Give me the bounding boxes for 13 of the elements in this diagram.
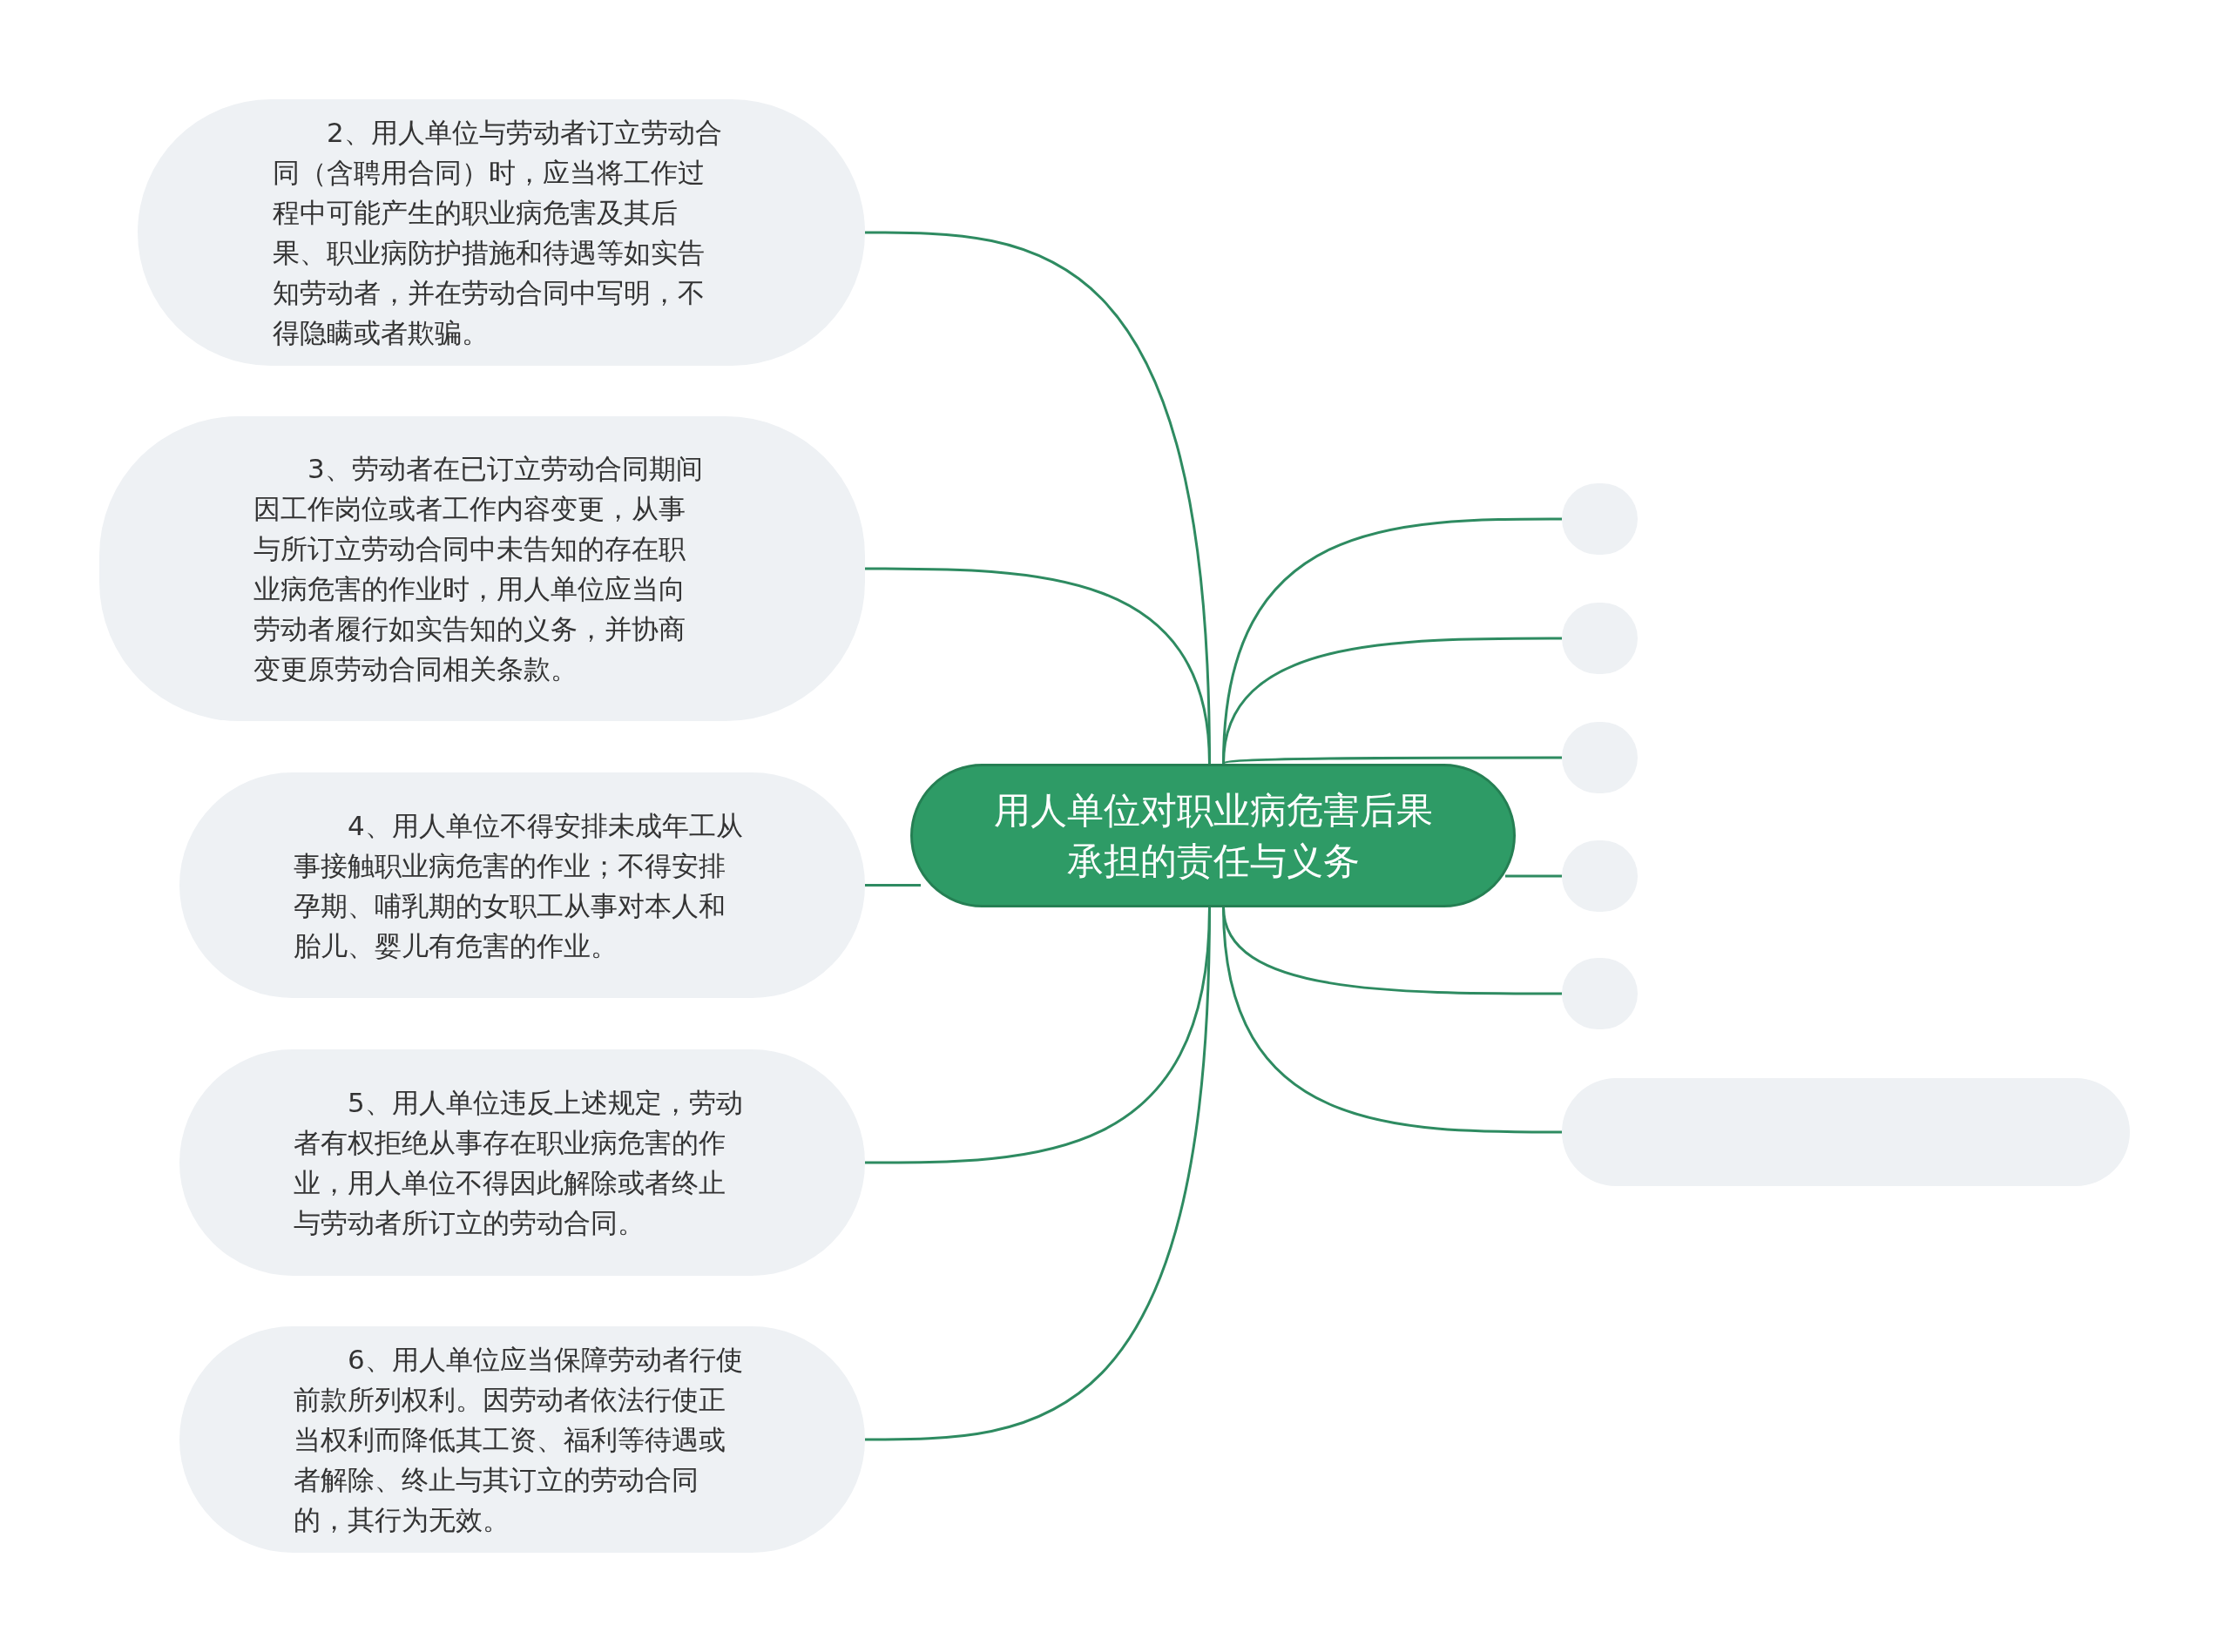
connector-line — [1222, 756, 1562, 765]
topic-text: 6、用人单位应当保障劳动者行使前款所列权利。因劳动者依法行使正当权利而降低其工资、福利等待遇或者解除、终止与其订立的劳动合同的，其行为无效。 — [294, 1343, 744, 1537]
topic-text: 2、用人单位与劳动者订立劳动合同（含聘用合同）时，应当将工作过程中可能产生的职业病危害及其后果、职业病防护措施和待遇等如实告知劳动者，并在劳动合同中写明，不得隐瞒或者欺骗。 — [273, 116, 723, 350]
connector-line — [865, 567, 1211, 765]
connector-line — [865, 884, 921, 887]
topic-title: 用人单位对职业病危害后果承担的责任与义务 — [992, 787, 1434, 884]
connector-line — [1222, 907, 1562, 1134]
topic-text: 4、用人单位不得安排未成年工从事接触职业病危害的作业；不得安排孕期、哺乳期的女职工从事对本人和胎儿、婴儿有危害的作业。 — [294, 808, 744, 963]
topic-text: 3、劳动者在已订立劳动合同期间因工作岗位或者工作内容变更，从事与所订立劳动合同中未告知的存在职业病危害的作业时，用人单位应当向劳动者履行如实告知的义务，并协商变更原劳动合同相关条款。 — [253, 452, 704, 686]
connector-line — [865, 907, 1211, 1441]
connector-line — [1222, 637, 1562, 765]
topic-text: 5、用人单位违反上述规定，劳动者有权拒绝从事存在职业病危害的作业，用人单位不得因此解除或者终止与劳动者所订立的劳动合同。 — [294, 1086, 744, 1240]
connector-line — [1505, 874, 1562, 878]
